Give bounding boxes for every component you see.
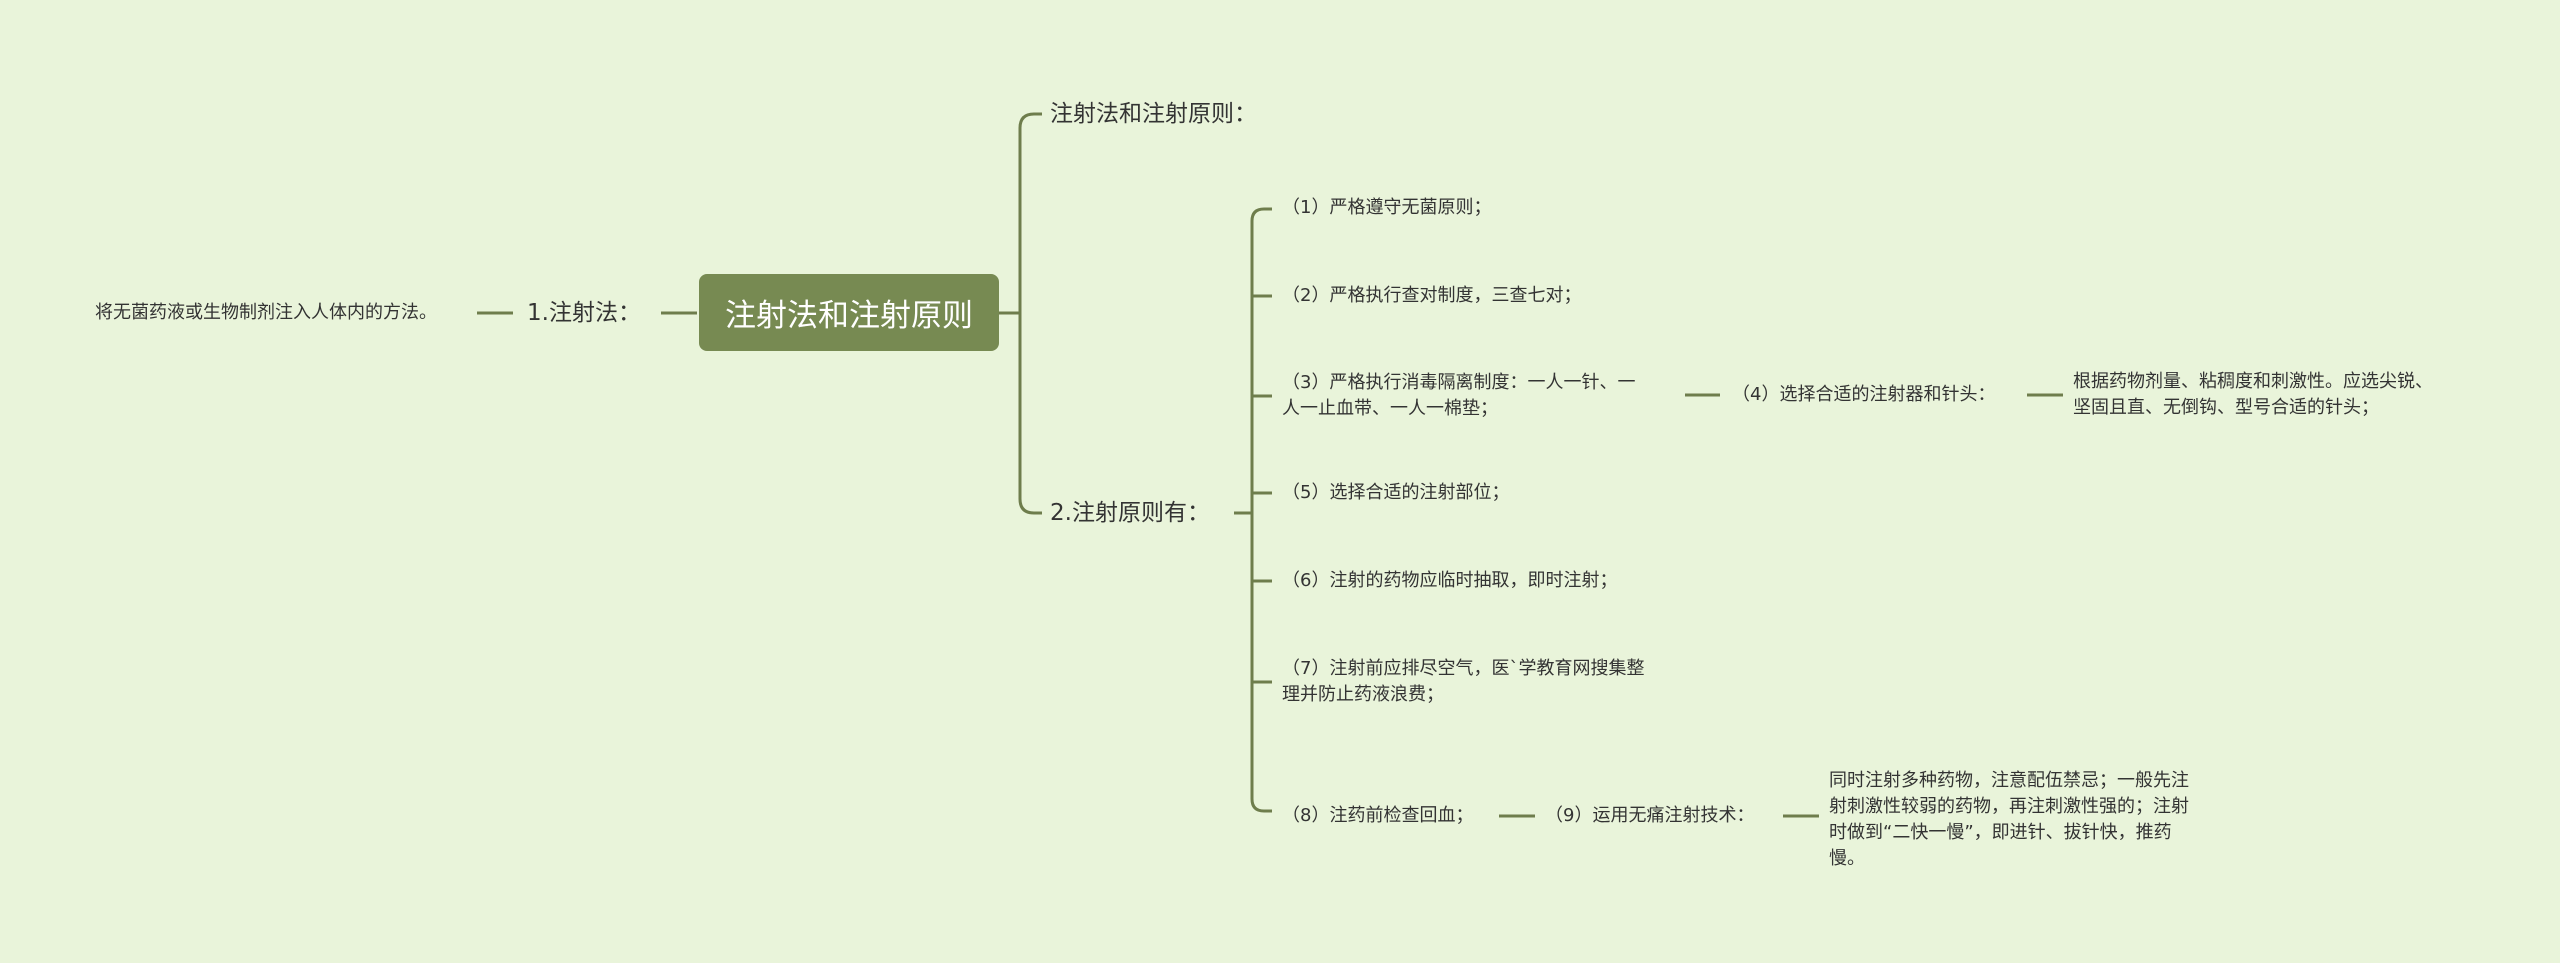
item-9-detail-line: 慢。 (1829, 848, 1865, 869)
node-item-3[interactable]: （3）严格执行消毒隔离制度：一人一针、一 人一止血带、一人一棉垫； (1282, 370, 1635, 422)
node-item-6[interactable]: （6）注射的药物应临时抽取，即时注射； (1282, 570, 1618, 591)
item-7-line2: 理并防止药液浪费； (1282, 684, 1444, 705)
item-7-line1: （7）注射前应排尽空气，医`学教育网搜集整 (1282, 658, 1645, 679)
node-item-2[interactable]: （2）严格执行查对制度，三查七对； (1282, 285, 1582, 306)
root-label: 注射法和注射原则 (725, 298, 973, 334)
item-9-detail-line: 时做到“二快一慢”，即进针、拔针快，推药 (1829, 822, 2172, 843)
item-4-detail-line: 坚固且直、无倒钩、型号合适的针头； (2073, 397, 2379, 418)
root-node[interactable]: 注射法和注射原则 (699, 274, 999, 351)
node-item-5[interactable]: （5）选择合适的注射部位； (1282, 482, 1510, 503)
item-3-line1: （3）严格执行消毒隔离制度：一人一针、一 (1282, 372, 1636, 393)
node-item-7[interactable]: （7）注射前应排尽空气，医`学教育网搜集整 理并防止药液浪费； (1282, 656, 1644, 708)
node-item-4[interactable]: （4）选择合适的注射器和针头： (1732, 384, 1996, 405)
item-3-line2: 人一止血带、一人一棉垫； (1282, 398, 1498, 419)
node-item-4-detail[interactable]: 根据药物剂量、粘稠度和刺激性。应选尖锐、 坚固且直、无倒钩、型号合适的针头； (2073, 369, 2433, 421)
item-9-detail-line: 同时注射多种药物，注意配伍禁忌；一般先注 (1829, 770, 2189, 791)
node-injection-definition[interactable]: 将无菌药液或生物制剂注入人体内的方法。 (95, 302, 437, 323)
node-item-9[interactable]: （9）运用无痛注射技术： (1545, 805, 1755, 826)
item-9-detail-line: 射刺激性较弱的药物，再注刺激性强的；注射 (1829, 796, 2189, 817)
node-injection-method[interactable]: 1.注射法： (527, 300, 641, 326)
node-principles[interactable]: 2.注射原则有： (1050, 500, 1210, 526)
node-branch-title[interactable]: 注射法和注射原则： (1050, 101, 1257, 127)
node-item-9-detail[interactable]: 同时注射多种药物，注意配伍禁忌；一般先注 射刺激性较弱的药物，再注刺激性强的；注… (1829, 768, 2189, 872)
node-item-8[interactable]: （8）注药前检查回血； (1282, 805, 1474, 826)
node-item-1[interactable]: （1）严格遵守无菌原则； (1282, 197, 1492, 218)
item-4-detail-line: 根据药物剂量、粘稠度和刺激性。应选尖锐、 (2073, 371, 2433, 392)
